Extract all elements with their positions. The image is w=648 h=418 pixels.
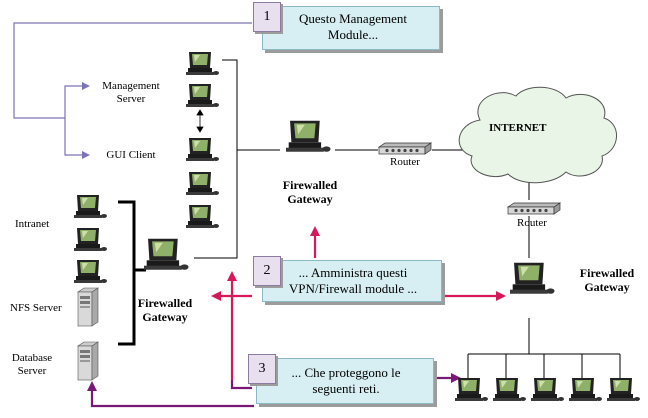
workstation-icon: [186, 205, 219, 228]
intranet-label: Intranet: [15, 218, 50, 230]
mgmt-gui-link: [196, 109, 204, 133]
callout-1-number: 1: [253, 2, 281, 32]
management-server-icon: [186, 52, 219, 75]
management-connector: [13, 22, 252, 159]
callout-2-text: ... Amministra questi VPN/Firewall modul…: [288, 265, 418, 296]
gui-client-label: GUI Client: [106, 149, 156, 161]
database-server-icon: [77, 341, 99, 381]
gui-client-icon: [186, 138, 219, 161]
network-links: [194, 59, 621, 378]
firewalled-gateway-right-label: Firewalled Gateway: [579, 266, 635, 294]
callout-2: ... Amministra questi VPN/Firewall modul…: [262, 260, 442, 302]
router-top-icon: [378, 142, 432, 155]
firewalled-gateway-right-icon: [510, 262, 555, 294]
firewalled-gateway-center-icon: [286, 120, 331, 152]
nfs-server-label: NFS Server: [10, 302, 62, 314]
router-top-label: Router: [390, 156, 420, 168]
callout-1-text: Questo Management Module...: [299, 11, 407, 42]
internet-cloud: [458, 86, 617, 184]
network-pc-icon: [569, 378, 602, 401]
management-server-icon: [186, 84, 219, 107]
router-right-icon: [507, 202, 561, 215]
callout-3-text: ... Che proteggono le seguenti reti.: [291, 365, 401, 396]
firewalled-gateway-center-label: Firewalled Gateway: [282, 178, 338, 206]
nfs-server-icon: [77, 287, 99, 327]
internet-label: INTERNET: [489, 122, 547, 134]
management-server-label: Management Server: [102, 80, 160, 105]
callout-3-number: 3: [248, 354, 276, 384]
database-server-label: Database Server: [11, 352, 53, 377]
manage-arrows: [211, 226, 506, 380]
workstation-icon: [186, 172, 219, 195]
network-pc-icon: [455, 378, 488, 401]
callout-1: Questo Management Module...: [262, 6, 440, 50]
intranet-pc-icon: [74, 228, 107, 251]
network-pc-icon: [493, 378, 526, 401]
callout-2-number: 2: [253, 256, 281, 286]
intranet-pc-icon: [74, 195, 107, 218]
lan-bracket: [118, 200, 146, 346]
callout-3: ... Che proteggono le seguenti reti.: [256, 358, 434, 404]
intranet-pc-icon: [74, 260, 107, 283]
firewalled-gateway-left-label: Firewalled Gateway: [137, 296, 193, 324]
router-right-label: Router: [517, 217, 547, 229]
firewalled-gateway-left-icon: [144, 238, 189, 270]
network-pc-icon: [607, 378, 640, 401]
network-pc-icon: [531, 378, 564, 401]
